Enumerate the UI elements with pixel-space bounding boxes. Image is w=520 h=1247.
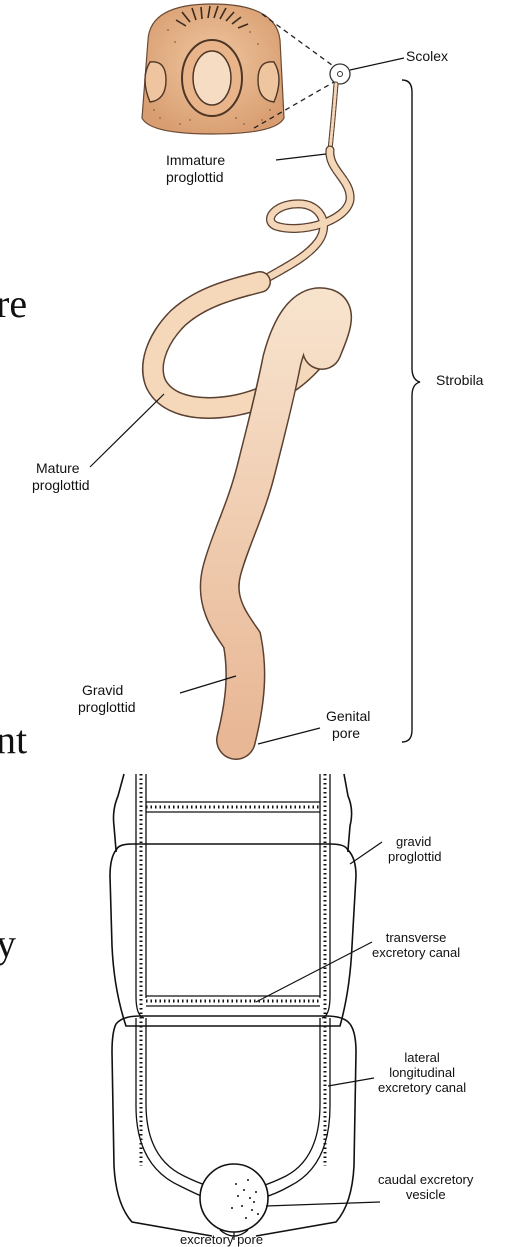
label-immature-proglottid: Immature proglottid: [166, 152, 225, 186]
caudal-vesicle: [200, 1164, 268, 1232]
strobila-brace: [402, 80, 420, 742]
label-transverse-excretory-canal: transverse excretory canal: [372, 930, 460, 960]
label-strobila: Strobila: [436, 372, 483, 389]
label-scolex: Scolex: [406, 48, 448, 65]
label-gravid-proglottid: Gravid proglottid: [78, 682, 136, 716]
label-caudal-excretory-vesicle: caudal excretory vesicle: [378, 1172, 473, 1202]
label-gravid-proglottid-bottom: gravid proglottid: [388, 834, 441, 864]
scolex-small: [330, 64, 350, 84]
label-genital-pore: Genital pore: [326, 708, 370, 742]
label-excretory-pore: excretory pore: [180, 1232, 263, 1247]
scolex-enlarged: [142, 4, 336, 134]
label-mature-proglottid: Mature proglottid: [32, 460, 90, 494]
label-lateral-longitudinal-canal: lateral longitudinal excretory canal: [378, 1050, 466, 1095]
